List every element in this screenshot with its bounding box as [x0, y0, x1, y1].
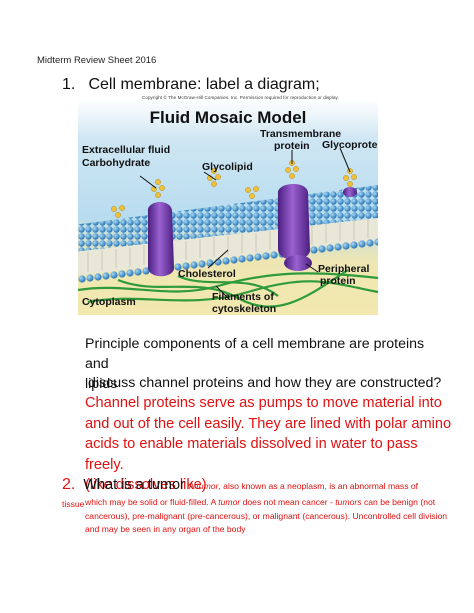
peripheral-protein — [284, 255, 312, 271]
transmembrane-protein — [277, 183, 310, 260]
question-1: 1. Cell membrane: label a diagram; — [62, 76, 320, 94]
diagram-svg: Fluid Mosaic Model — [78, 100, 378, 315]
question-2-line-1: 2. What is a tumor A tumor, also known as… — [62, 476, 442, 510]
label-filaments-2: cytoskeleton — [212, 303, 276, 315]
transmembrane-protein-left — [147, 201, 174, 277]
label-cholesterol: Cholesterol — [178, 268, 236, 280]
answer-line-2: and out of the cell easily. They are lin… — [85, 415, 452, 432]
def-a: A — [188, 481, 197, 491]
carbohydrate-chains — [111, 160, 357, 218]
tumor-definition-rest: which may be solid or fluid-filled. A tu… — [85, 496, 455, 537]
answer-line-3: acids to enable materials dissolved in w… — [85, 436, 418, 473]
principle-line-1: Principle components of a cell membrane … — [85, 336, 425, 372]
def-tumor-italic: tumor — [196, 481, 219, 491]
answer-line-1: Channel proteins serve as pumps to move … — [85, 395, 442, 411]
diagram-copyright: Copyright © The McGraw-Hill Companies, I… — [142, 95, 339, 100]
def-line-2a: which may be solid or fluid-filled. A — [85, 497, 219, 507]
question-2-text: What is a tumor — [83, 477, 185, 493]
principle-components: Principle components of a cell membrane … — [85, 334, 445, 394]
label-peripheral-2: protein — [320, 275, 356, 287]
label-transmembrane-1: Transmembrane — [260, 128, 341, 140]
tumor-definition-1: A tumor, also known as a neoplasm, is an… — [62, 481, 418, 509]
question-1-text: Cell membrane: label a diagram; — [88, 76, 320, 93]
label-glycoprotein: Glycoprotein — [322, 139, 378, 151]
label-pointers — [139, 147, 351, 299]
question-1-number: 1. — [62, 76, 76, 93]
def-line-4: and may be seen in any organ of the body — [85, 524, 246, 534]
question-2: 2. What is a tumor A tumor, also known as… — [62, 476, 447, 534]
cytoskeleton-filaments — [78, 269, 378, 308]
answer-line-4: (like dissolves like) — [85, 477, 207, 493]
principle-line-2: lipids — [85, 376, 118, 392]
label-transmembrane-2: protein — [274, 140, 310, 152]
label-carbohydrate: Carbohydrate — [82, 157, 150, 169]
def-line-2c: does not mean cancer - — [240, 497, 336, 507]
label-extracellular-fluid: Extracellular fluid — [82, 144, 170, 156]
label-filaments-1: Filaments of — [212, 291, 274, 303]
def-line-2: which may be solid or fluid-filled. A tu… — [85, 496, 455, 510]
def-c: , also known as a neoplasm, is an abnorm… — [62, 481, 419, 509]
discuss-question: discuss channel proteins and how they ar… — [88, 375, 442, 391]
def-line-2d: tumors — [335, 497, 362, 507]
label-peripheral-1: Peripheral — [318, 263, 369, 275]
channel-protein-answer: Channel proteins serve as pumps to move … — [85, 393, 455, 496]
def-line-3: cancerous), pre-malignant (pre-cancerous… — [85, 510, 448, 521]
label-glycolipid: Glycolipid — [202, 161, 253, 173]
diagram-title: Fluid Mosaic Model — [150, 108, 307, 127]
question-2-number: 2. — [62, 476, 76, 493]
label-cytoplasm: Cytoplasm — [82, 296, 136, 308]
document-header: Midterm Review Sheet 2016 — [37, 55, 157, 66]
def-line-2b: tumor — [218, 497, 241, 507]
glycoprotein-body — [343, 187, 357, 197]
def-line-2e: can be benign (not — [361, 497, 436, 507]
fluid-mosaic-diagram: Fluid Mosaic Model — [78, 100, 378, 315]
